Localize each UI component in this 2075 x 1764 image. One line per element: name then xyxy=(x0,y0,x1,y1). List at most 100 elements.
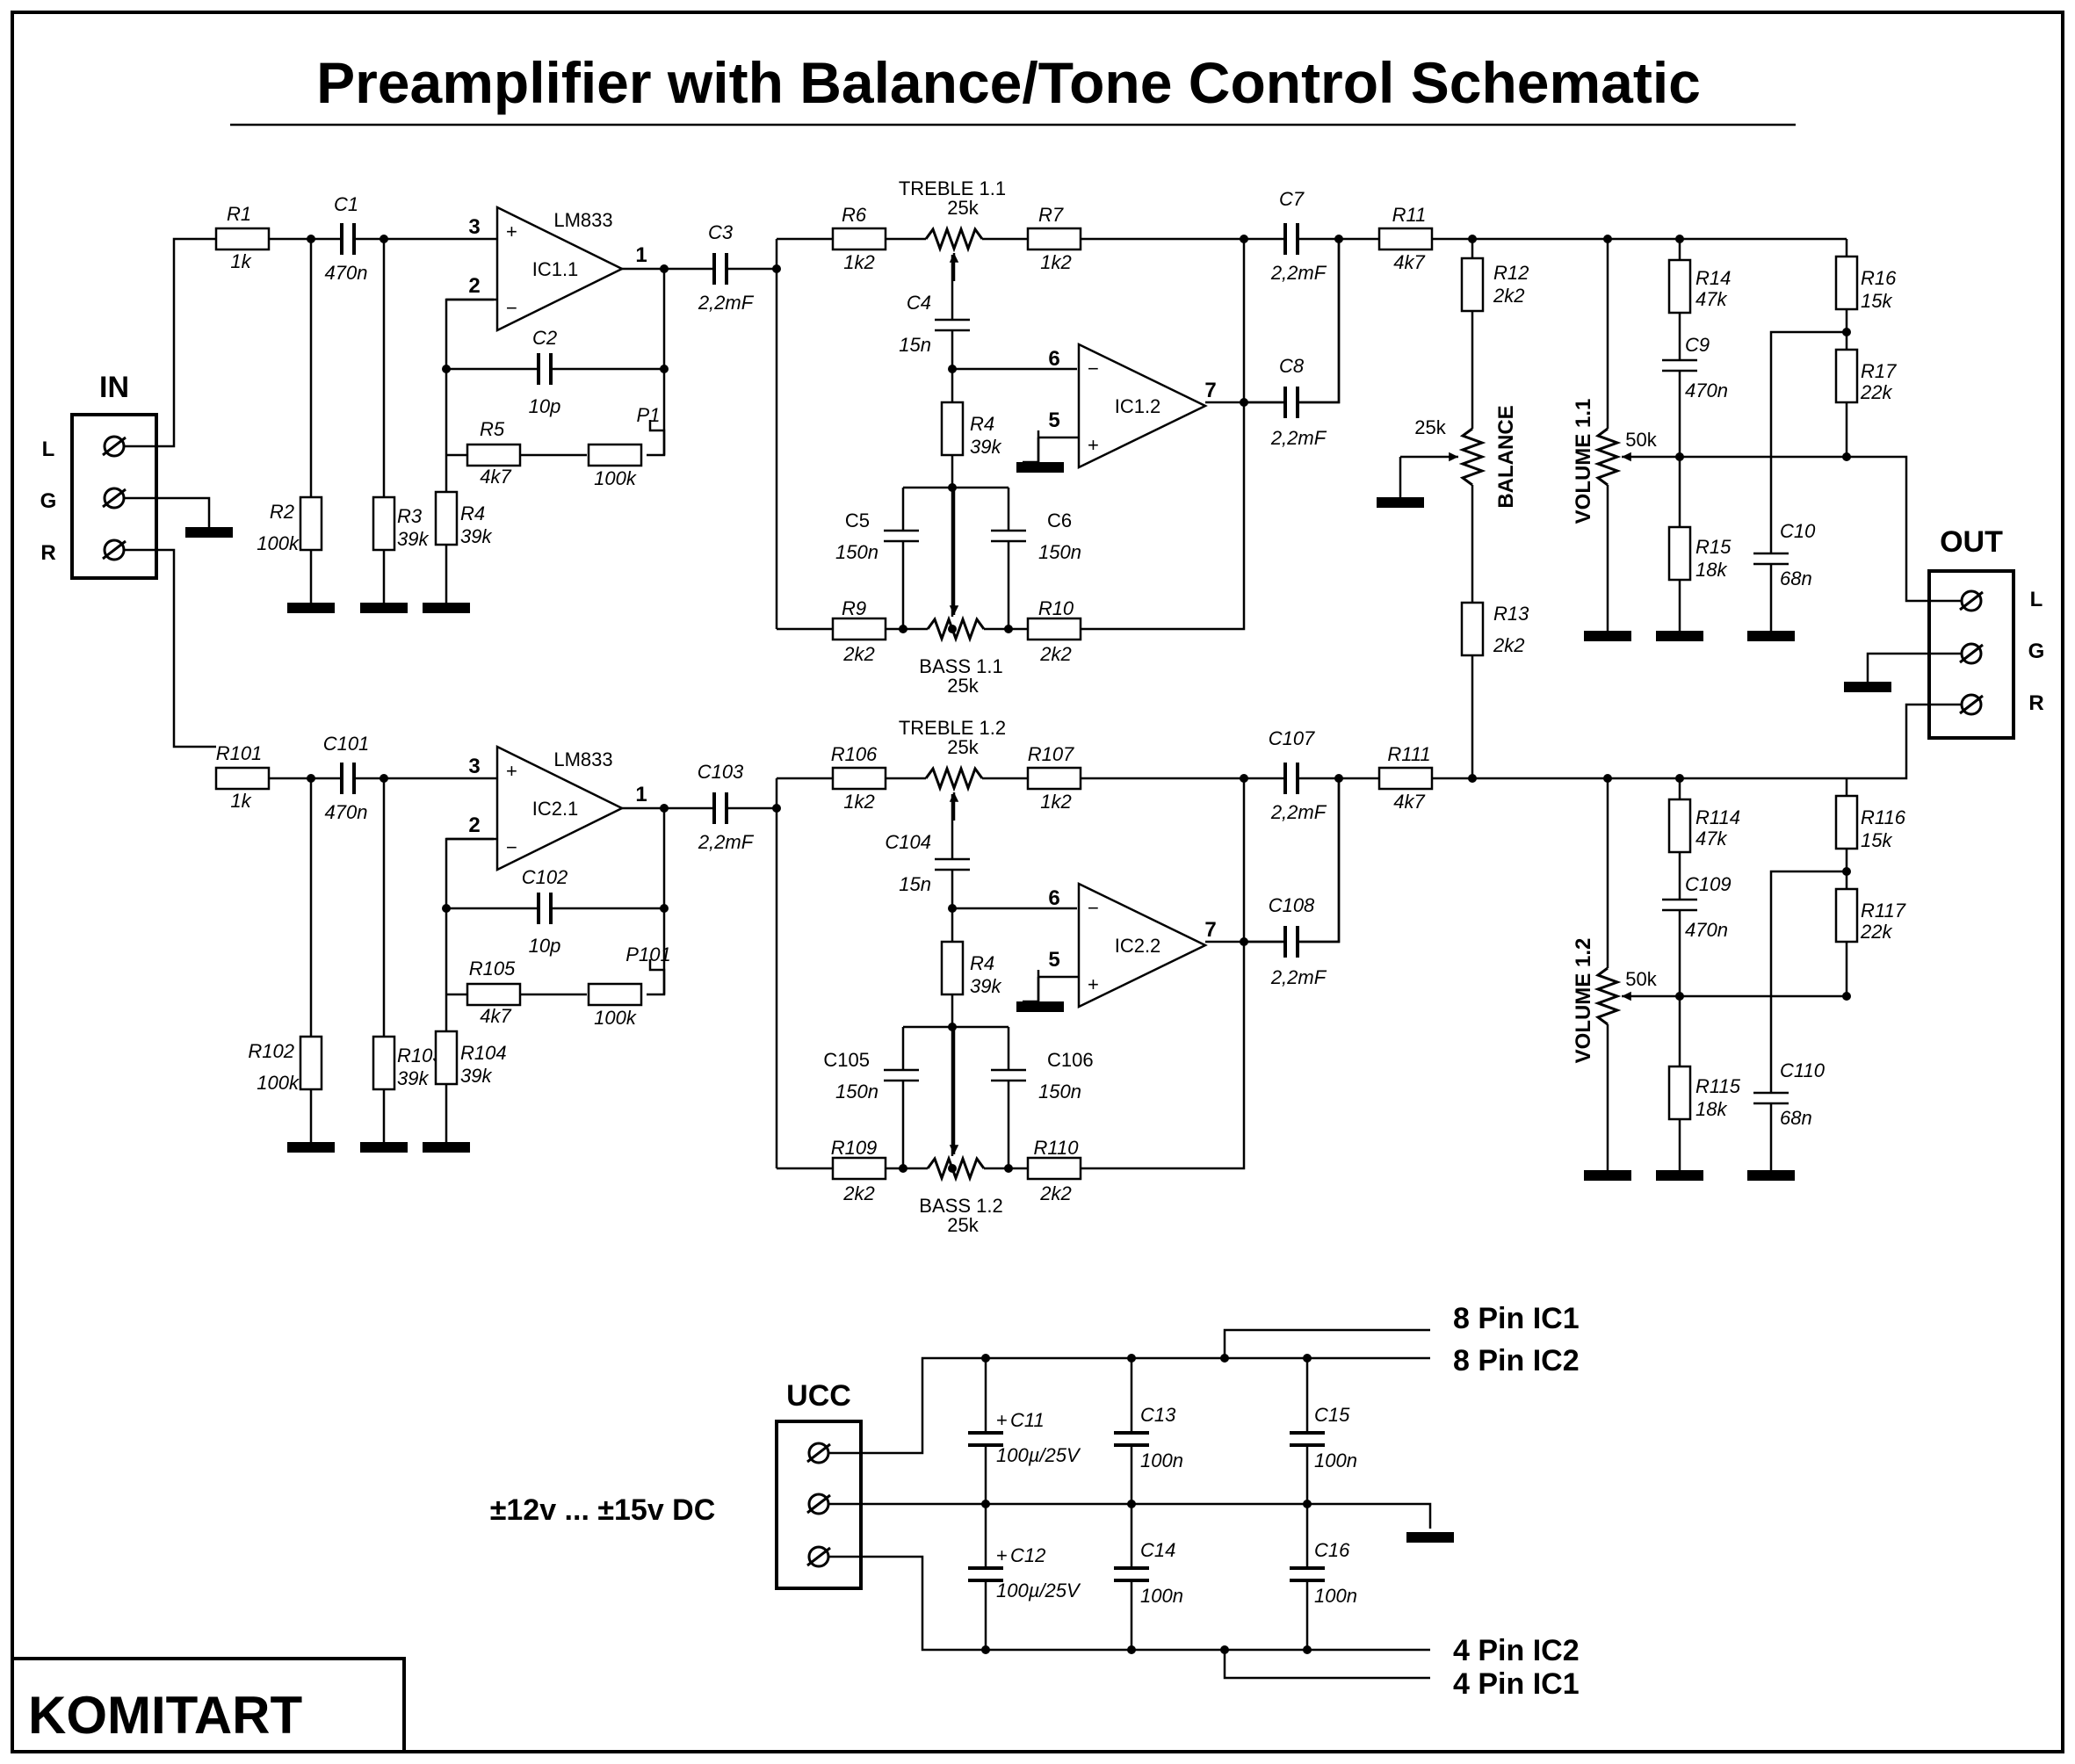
opamp-part: LM833 xyxy=(553,209,612,231)
resistor-label: R3 xyxy=(397,505,423,527)
treble-value: 25k xyxy=(947,197,979,219)
junction-dot xyxy=(948,483,957,492)
capacitor-value: 100n xyxy=(1314,1585,1357,1607)
resistor-value: 47k xyxy=(1695,828,1727,849)
capacitor xyxy=(339,220,357,258)
resistor xyxy=(1026,227,1082,251)
capacitor-label: C109 xyxy=(1685,873,1732,895)
capacitor-label: C6 xyxy=(1047,510,1072,531)
junction-dot xyxy=(380,774,388,783)
resistor xyxy=(1460,257,1485,313)
out-pin-r: R xyxy=(2028,691,2043,715)
capacitor-label: C101 xyxy=(323,733,370,755)
capacitor-label: C104 xyxy=(885,831,931,853)
resistor xyxy=(466,443,522,467)
ground-symbol xyxy=(1377,497,1424,508)
opamp-label: IC1.1 xyxy=(532,258,579,280)
capacitor-label: C8 xyxy=(1279,355,1305,377)
capacitor xyxy=(712,249,729,288)
capacitor-label: C108 xyxy=(1269,894,1315,916)
trimmer-label: P1 xyxy=(637,404,661,426)
ground-symbol xyxy=(360,1142,408,1153)
trimmer-value: 100k xyxy=(594,467,637,489)
resistor-label: R6 xyxy=(842,204,867,226)
opamp-label: IC2.2 xyxy=(1115,935,1161,957)
resistor-label: R5 xyxy=(480,418,505,440)
capacitor-value: 470n xyxy=(325,262,368,284)
in-connector: IN L G R xyxy=(40,371,158,580)
ground-symbol xyxy=(423,603,470,613)
capacitor xyxy=(536,350,553,388)
resistor xyxy=(940,401,965,457)
junction-dot xyxy=(981,1645,990,1654)
resistor-value: 4k7 xyxy=(480,466,511,488)
resistor xyxy=(940,940,965,996)
opamp-label: IC1.2 xyxy=(1115,395,1161,417)
resistor-label: R101 xyxy=(216,742,263,764)
ground-symbol xyxy=(1747,1170,1795,1181)
resistor xyxy=(587,443,643,467)
bass-label: BASS 1.1 xyxy=(919,655,1002,677)
capacitor-value: 150n xyxy=(1038,541,1081,563)
resistor-label: R14 xyxy=(1695,267,1731,289)
capacitor-label: C105 xyxy=(823,1049,870,1071)
junction-dot xyxy=(1675,774,1684,783)
junction-dot xyxy=(1127,1354,1136,1363)
capacitor-value: 100n xyxy=(1140,1450,1183,1471)
capacitor xyxy=(1750,1090,1792,1106)
resistor-label: R16 xyxy=(1861,267,1897,289)
resistor-value: 4k7 xyxy=(1393,791,1425,813)
pin-number: 6 xyxy=(1048,347,1059,371)
junction-dot xyxy=(1303,1645,1312,1654)
junction-dot xyxy=(1603,774,1612,783)
capacitor xyxy=(1659,358,1701,373)
pin-number: 3 xyxy=(468,215,480,239)
capacitor-label: C15 xyxy=(1314,1404,1350,1426)
junction-dot xyxy=(948,904,957,913)
opamp-sign: + xyxy=(1088,434,1099,456)
resistor xyxy=(831,766,887,791)
resistor-value: 18k xyxy=(1695,1098,1727,1120)
ground-symbol xyxy=(1656,631,1703,641)
treble-label: TREBLE 1.2 xyxy=(899,717,1006,739)
capacitor-label: C16 xyxy=(1314,1539,1350,1561)
out-label: OUT xyxy=(1940,525,2003,559)
resistor-value: 15k xyxy=(1861,829,1892,851)
in-pin-r: R xyxy=(40,541,55,565)
resistor-value: 1k2 xyxy=(1040,791,1071,813)
polarity-mark: + xyxy=(996,1409,1008,1431)
resistor xyxy=(214,227,271,251)
junction-dot xyxy=(948,365,957,373)
volume-value: 50k xyxy=(1625,429,1657,451)
in-wiring xyxy=(124,237,216,748)
junction-dot xyxy=(1220,1645,1229,1654)
resistor xyxy=(1377,227,1434,251)
junction-dot xyxy=(1240,235,1248,243)
capacitor xyxy=(931,857,973,872)
junction-dot xyxy=(948,1164,957,1173)
capacitor-label: C110 xyxy=(1780,1059,1826,1081)
trimmer-value: 100k xyxy=(594,1007,637,1029)
junction-dot xyxy=(1675,235,1684,243)
resistor-value: 22k xyxy=(1860,381,1892,403)
capacitor xyxy=(712,789,729,828)
capacitor-label: C103 xyxy=(698,761,744,783)
capacitor-value: 100n xyxy=(1314,1450,1357,1471)
junction-dot xyxy=(948,625,957,633)
capacitor-value: 470n xyxy=(325,801,368,823)
supply-target-label: 4 Pin IC1 xyxy=(1453,1667,1580,1701)
capacitor xyxy=(1286,1430,1328,1448)
treble-value: 25k xyxy=(947,736,979,758)
junction-dot xyxy=(660,365,669,373)
ucc-label: UCC xyxy=(786,1379,851,1413)
resistor-label: R115 xyxy=(1695,1075,1741,1097)
junction-dot xyxy=(1303,1500,1312,1508)
capacitor-value: 2,2mF xyxy=(1270,427,1327,449)
opamp-part: LM833 xyxy=(553,748,612,770)
junction-dot xyxy=(1240,774,1248,783)
junction-dot xyxy=(1842,992,1851,1001)
volume-value: 50k xyxy=(1625,968,1657,990)
capacitor xyxy=(339,759,357,798)
capacitor xyxy=(1659,897,1701,913)
